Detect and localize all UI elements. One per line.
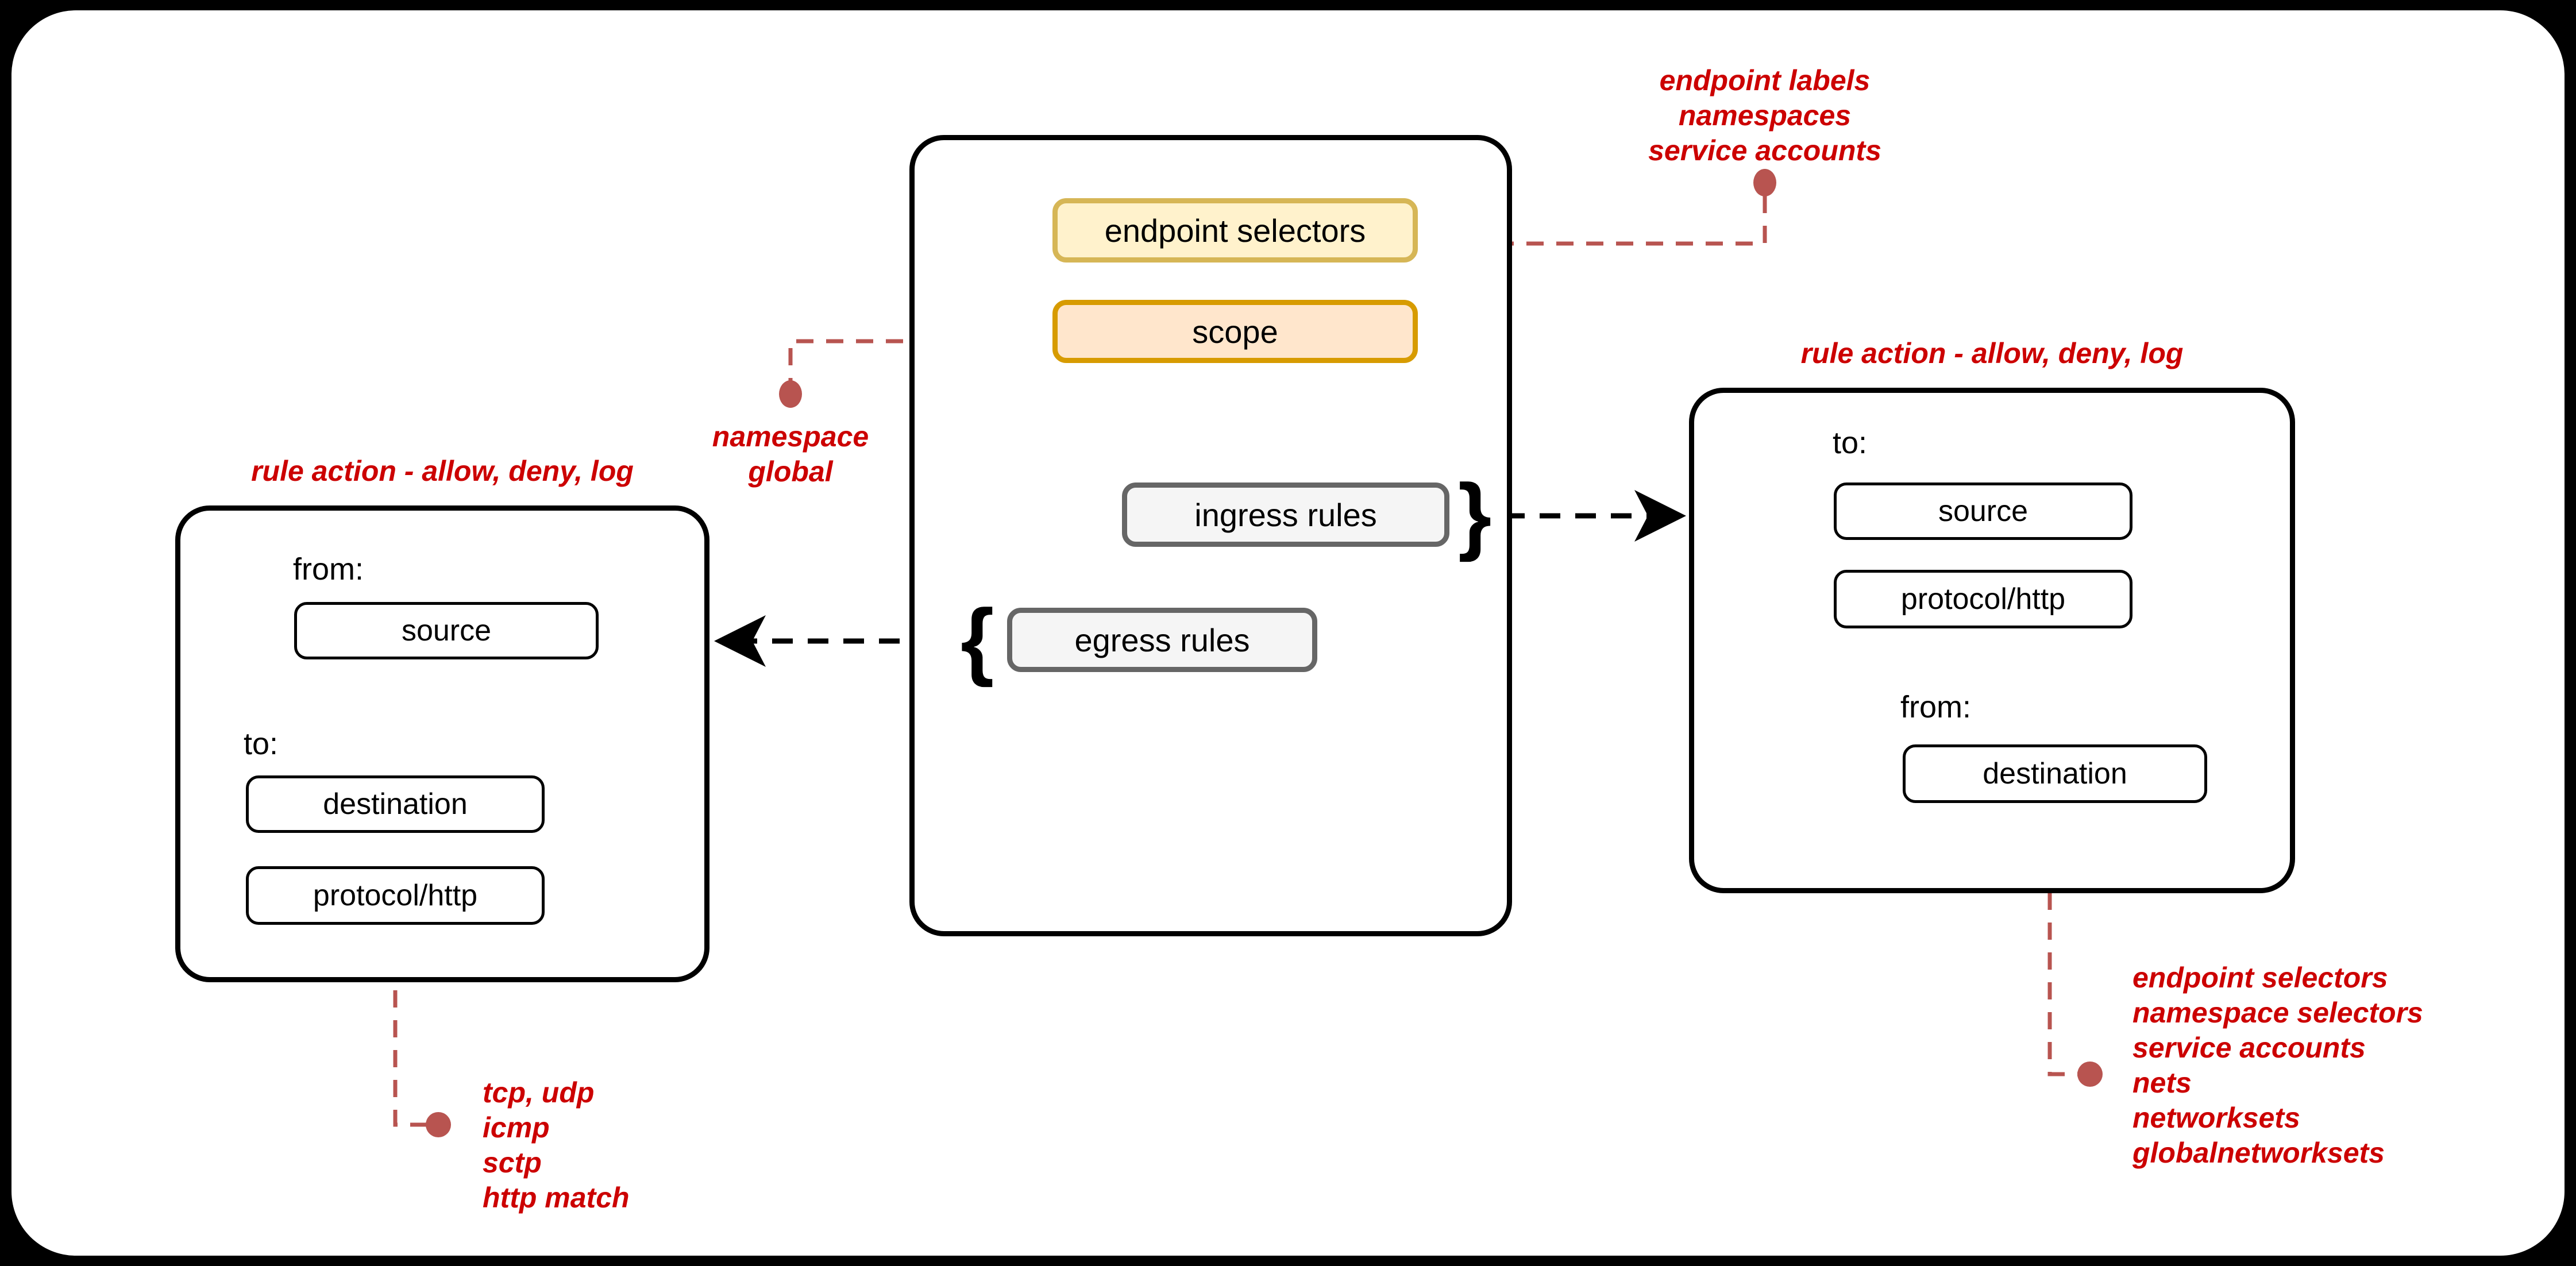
left-protocol-box[interactable]: protocol/http xyxy=(246,866,545,925)
right-source-box[interactable]: source xyxy=(1834,483,2132,540)
protocol-note: tcp, udp icmp sctp http match xyxy=(483,1076,630,1214)
right-protocol-box[interactable]: protocol/http xyxy=(1834,570,2132,628)
right-protocol-label: protocol/http xyxy=(1900,582,2066,616)
right-rule-action-note: rule action - allow, deny, log xyxy=(1800,337,2184,369)
endpoint-selectors-label: endpoint selectors xyxy=(1104,212,1366,249)
scope-note: namespace global xyxy=(712,420,869,488)
egress-brace-icon: { xyxy=(961,591,994,688)
left-protocol-label: protocol/http xyxy=(313,879,478,912)
egress-rules-label: egress rules xyxy=(1074,622,1250,658)
egress-rules-box[interactable]: egress rules xyxy=(1007,608,1317,672)
left-source-label: source xyxy=(401,614,492,647)
left-from-label: from: xyxy=(293,552,364,586)
scope-label: scope xyxy=(1192,313,1278,350)
right-to-label: to: xyxy=(1833,426,1868,460)
left-rule-action-note: rule action - allow, deny, log xyxy=(251,455,634,487)
right-from-label: from: xyxy=(1900,690,1972,724)
scope-box[interactable]: scope xyxy=(1052,300,1418,363)
left-destination-box[interactable]: destination xyxy=(246,775,545,833)
right-destination-label: destination xyxy=(1983,757,2127,790)
endpoint-selectors-note: endpoint labels namespaces service accou… xyxy=(1648,64,1881,167)
right-destination-box[interactable]: destination xyxy=(1903,744,2207,803)
ingress-brace-icon: } xyxy=(1458,466,1492,562)
left-to-label: to: xyxy=(244,727,279,761)
destination-note: endpoint selectors namespace selectors s… xyxy=(2132,962,2423,1169)
ingress-rules-label: ingress rules xyxy=(1194,496,1377,533)
right-source-label: source xyxy=(1938,495,2029,528)
left-source-box[interactable]: source xyxy=(294,602,599,659)
ingress-rules-box[interactable]: ingress rules xyxy=(1122,483,1449,547)
endpoint-selectors-box[interactable]: endpoint selectors xyxy=(1052,198,1418,263)
ingress-rule-box xyxy=(1689,388,2295,893)
left-destination-label: destination xyxy=(323,788,468,821)
